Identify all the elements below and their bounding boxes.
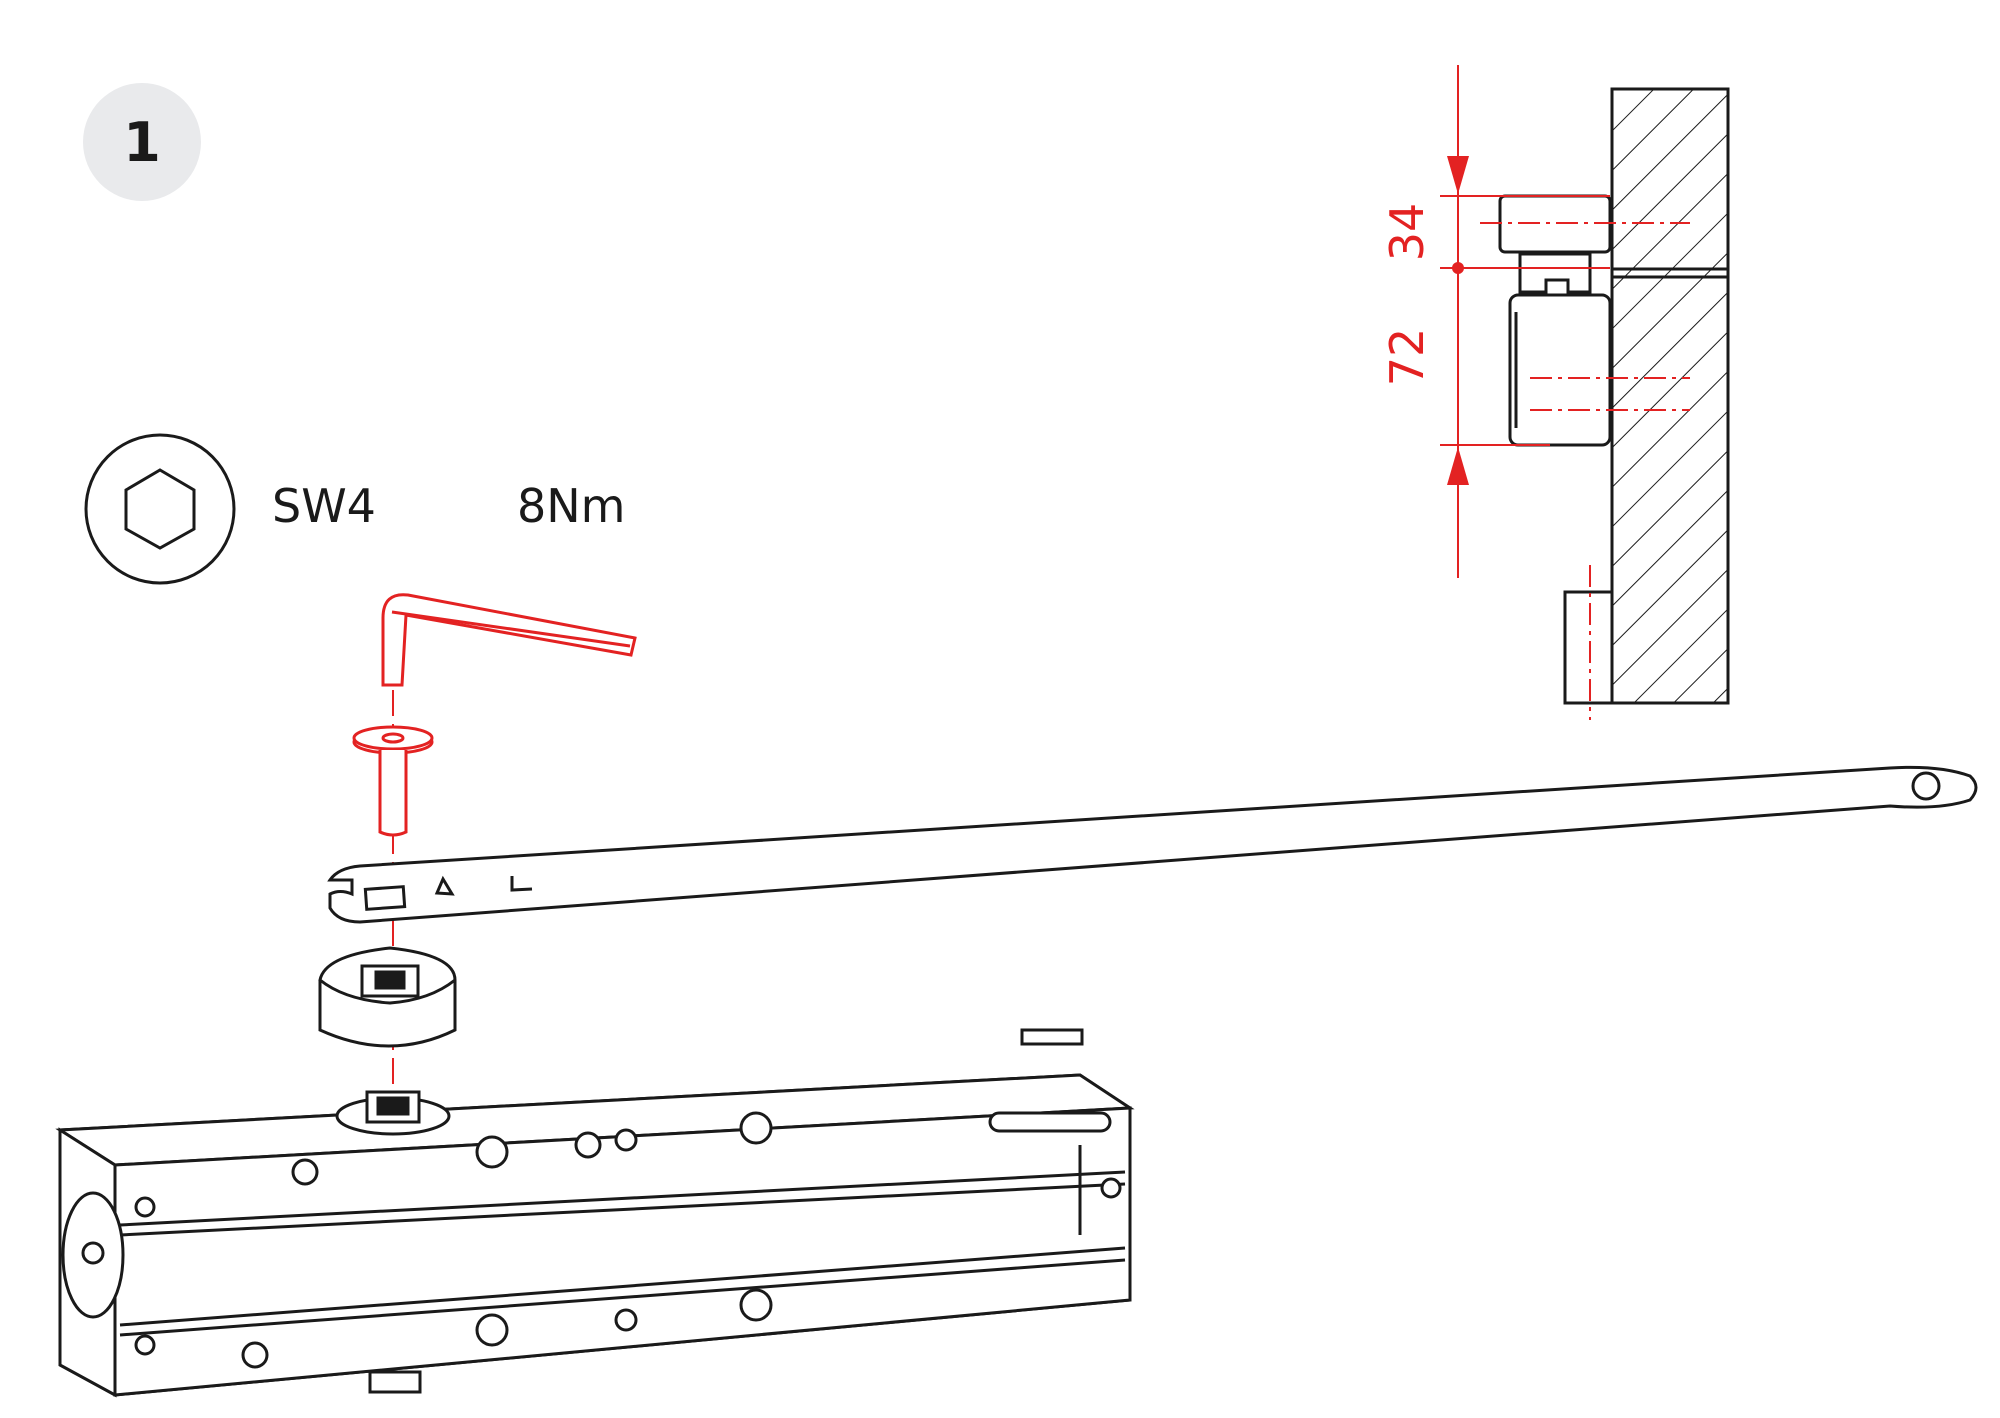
tool-size-label: SW4: [272, 479, 376, 533]
section-centerlines: [1480, 222, 1690, 720]
dimension-lower-label: 72: [1380, 328, 1434, 387]
dimension-upper-label: 34: [1380, 203, 1434, 262]
allen-key: [381, 593, 637, 687]
step-badge: 1: [83, 83, 201, 201]
adapter-piece: [318, 946, 457, 1048]
torque-label: 8Nm: [517, 479, 626, 533]
hex-key-icon: [84, 433, 236, 585]
section-wall: [1563, 87, 1730, 705]
door-arm: [327, 765, 1978, 924]
step-number: 1: [123, 111, 161, 174]
door-closer-body: [55, 1028, 1135, 1398]
section-closer: [1498, 194, 1612, 447]
step-badge-circle: [83, 83, 201, 201]
dimension-line: [1440, 65, 1610, 578]
screw: [352, 725, 434, 837]
